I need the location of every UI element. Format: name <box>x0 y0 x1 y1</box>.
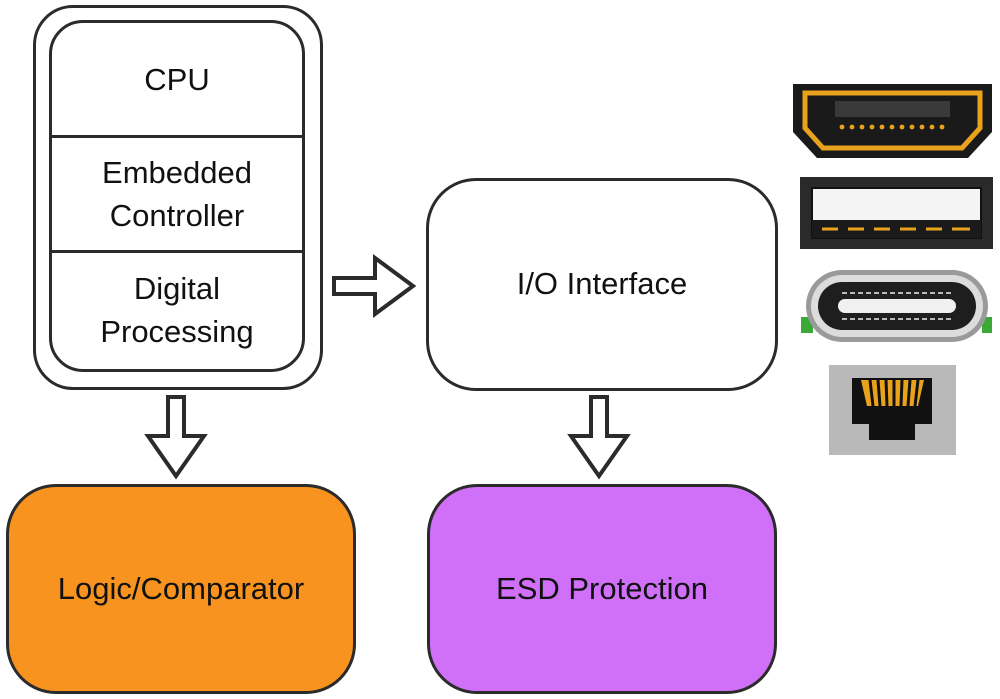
logic-comparator-label: Logic/Comparator <box>57 570 305 606</box>
digital-label-line1: Digital <box>133 271 221 307</box>
processing-block-inner: CPU Embedded Controller Digital Processi… <box>49 20 305 372</box>
logic-comparator-box: Logic/Comparator <box>6 484 356 694</box>
usb-c-port-icon <box>801 270 992 342</box>
hdmi-port-icon <box>793 84 992 158</box>
esd-protection-label: ESD Protection <box>496 570 708 606</box>
cpu-label: CPU <box>144 61 210 97</box>
digital-label-line2: Processing <box>100 314 254 349</box>
cell-divider <box>52 250 302 253</box>
esd-protection-box: ESD Protection <box>427 484 777 694</box>
embedded-controller-cell: Embedded Controller <box>52 138 302 252</box>
embedded-label-line2: Controller <box>109 198 245 233</box>
usb-a-port-icon <box>800 177 993 249</box>
io-interface-box: I/O Interface <box>426 178 778 391</box>
cpu-cell: CPU <box>52 23 302 137</box>
arrow-down-icon <box>567 395 631 480</box>
ethernet-port-icon <box>829 365 956 455</box>
arrow-right-icon <box>332 254 417 318</box>
digital-processing-cell: Digital Processing <box>52 253 302 369</box>
io-interface-label: I/O Interface <box>516 266 688 302</box>
arrow-down-icon <box>144 395 208 480</box>
embedded-label-line1: Embedded <box>102 155 252 191</box>
cell-divider <box>52 135 302 138</box>
